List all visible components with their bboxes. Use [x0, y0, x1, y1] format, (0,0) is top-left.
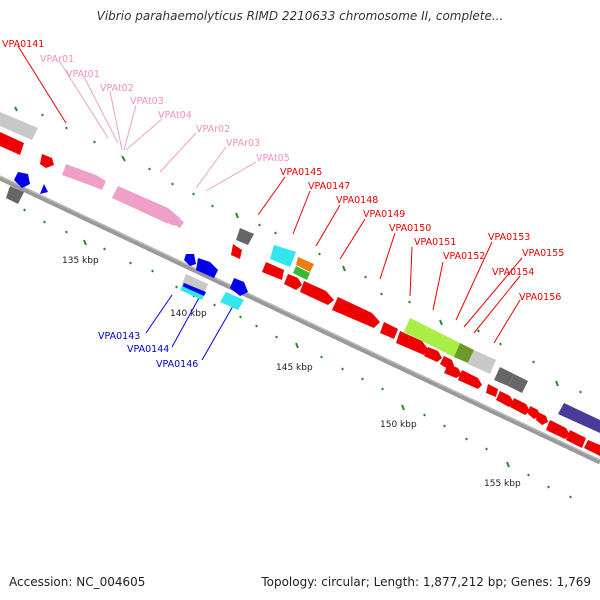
accession-label: Accession: [9, 575, 73, 589]
feature-red-9[interactable] [566, 430, 586, 448]
feature-red-5[interactable] [510, 398, 530, 415]
feature-vpar01[interactable] [62, 164, 106, 190]
feature-blue-mid[interactable] [196, 258, 218, 278]
feature-blue-0146[interactable] [230, 278, 248, 296]
rna-label-vpar02[interactable]: VPAr02 [196, 124, 230, 135]
feature-olive[interactable] [454, 343, 474, 363]
tick-label-140: 140 kbp [170, 309, 207, 319]
accession-value: NC_004605 [76, 575, 146, 589]
feature-dark-gray-1[interactable] [236, 228, 254, 245]
reverse-features [6, 172, 248, 310]
accession-info: Accession: NC_004605 [9, 575, 145, 589]
genes-label: Genes: [510, 575, 553, 589]
gene-label-vpa0151[interactable]: VPA0151 [414, 237, 456, 248]
tick-label-150: 150 kbp [380, 420, 417, 430]
rna-label-vpar03[interactable]: VPAr03 [226, 138, 260, 149]
feature-dark-gray-2[interactable] [494, 367, 514, 386]
gene-label-vpa0149[interactable]: VPA0149 [363, 209, 405, 220]
tick-label-135: 135 kbp [62, 256, 99, 266]
feature-vpa0147[interactable] [262, 262, 284, 280]
feature-vpa0152[interactable] [396, 331, 428, 355]
feature-red-10[interactable] [584, 440, 600, 456]
feature-light-gray-1[interactable] [0, 112, 38, 140]
gene-label-vpa0152[interactable]: VPA0152 [443, 251, 485, 262]
topology-label: Topology: [261, 575, 318, 589]
topology-value: circular [321, 575, 366, 589]
feature-vpa0148[interactable] [284, 274, 302, 290]
feature-vpar02[interactable] [112, 186, 180, 226]
rna-label-vpar01[interactable]: VPAr01 [40, 54, 74, 65]
feature-vpa0150[interactable] [332, 297, 380, 328]
feature-light-gray-2[interactable] [468, 350, 496, 374]
feature-red-7[interactable] [536, 412, 548, 425]
feature-lime-long[interactable] [404, 318, 460, 357]
length-label: Length: [373, 575, 420, 589]
gene-label-vpa0146[interactable]: VPA0146 [156, 359, 198, 370]
feature-vpa0144[interactable] [182, 274, 208, 294]
feature-vpa0141[interactable] [0, 132, 24, 155]
trna-label-vpat02[interactable]: VPAt02 [100, 83, 134, 94]
gene-label-vpa0154[interactable]: VPA0154 [492, 267, 534, 278]
feature-vpa0145-small[interactable] [231, 244, 242, 259]
trna-label-vpat03[interactable]: VPAt03 [130, 96, 164, 107]
gene-label-vpa0156[interactable]: VPA0156 [519, 292, 561, 303]
feature-red-small[interactable] [40, 154, 54, 168]
feature-red-vpa0156[interactable] [486, 384, 498, 397]
tick-label-145: 145 kbp [276, 363, 313, 373]
feature-vpat-cluster[interactable] [174, 216, 184, 228]
feature-vpa0146[interactable] [220, 292, 244, 310]
tick-marks [14, 106, 582, 499]
length-value: 1,877,212 bp [422, 575, 503, 589]
gene-label-vpa0144[interactable]: VPA0144 [127, 344, 169, 355]
trna-label-vpat04[interactable]: VPAt04 [158, 110, 192, 121]
gene-label-vpa0145[interactable]: VPA0145 [280, 167, 322, 178]
tick-label-155: 155 kbp [484, 479, 521, 489]
gene-label-vpa0141[interactable]: VPA0141 [2, 39, 44, 50]
feature-dark-gray-left[interactable] [6, 186, 24, 204]
feature-vpa0144-c[interactable] [180, 286, 204, 300]
map-title: Vibrio parahaemolyticus RIMD 2210633 chr… [96, 9, 504, 23]
trna-label-vpat01[interactable]: VPAt01 [66, 69, 100, 80]
gene-label-vpa0153[interactable]: VPA0153 [488, 232, 530, 243]
label-leader-lines [17, 45, 523, 361]
feature-navy[interactable] [558, 403, 600, 433]
feature-blue-left-2[interactable] [40, 184, 48, 194]
feature-vpa0149[interactable] [300, 281, 334, 305]
feature-green[interactable] [293, 266, 310, 280]
feature-red-small-3[interactable] [458, 370, 482, 389]
feature-blue-left-1[interactable] [14, 172, 30, 188]
feature-red-4[interactable] [496, 391, 514, 407]
feature-red-6[interactable] [528, 406, 540, 419]
gene-label-vpa0148[interactable]: VPA0148 [336, 195, 378, 206]
feature-orange[interactable] [296, 257, 314, 272]
gene-label-vpa0143[interactable]: VPA0143 [98, 331, 140, 342]
feature-vpa0143[interactable] [184, 254, 196, 266]
feature-cyan-1[interactable] [270, 245, 296, 267]
gene-label-vpa0150[interactable]: VPA0150 [389, 223, 431, 234]
feature-red-8[interactable] [546, 420, 570, 439]
gene-label-vpa0155[interactable]: VPA0155 [522, 248, 564, 259]
chromosome-backbone [0, 175, 600, 465]
forward-features [0, 112, 600, 456]
feature-vpa0144-b[interactable] [182, 283, 206, 296]
trna-label-vpat05[interactable]: VPAt05 [256, 153, 290, 164]
feature-red-small-2[interactable] [444, 364, 462, 378]
feature-vpa0153[interactable] [424, 347, 442, 362]
feature-dark-gray-3[interactable] [508, 374, 528, 393]
feature-vpa0151[interactable] [380, 322, 398, 339]
gene-label-vpa0147[interactable]: VPA0147 [308, 181, 350, 192]
genes-value: 1,769 [556, 575, 591, 589]
genome-summary: Topology: circular; Length: 1,877,212 bp… [261, 575, 591, 589]
